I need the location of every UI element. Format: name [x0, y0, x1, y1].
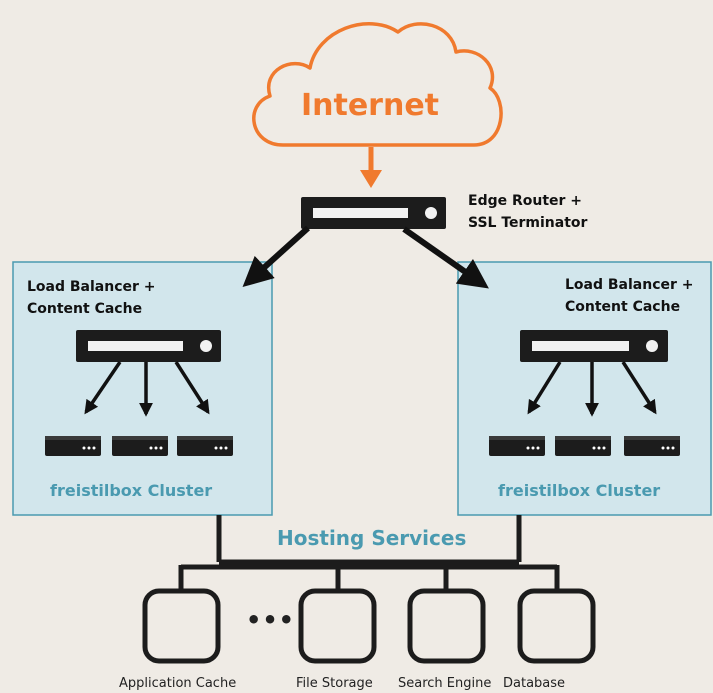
service-box-database [517, 588, 596, 664]
load-balancer-icon-right [520, 330, 668, 362]
service-label-application-cache: Application Cache [119, 676, 237, 691]
lb-left-arrow-1 [84, 361, 122, 415]
cluster-name-right: freistilbox Cluster [498, 481, 661, 500]
load-balancer-icon-left [76, 330, 221, 362]
service-label-database: Database [503, 676, 566, 691]
hosting-services-label: Hosting Services [277, 526, 467, 550]
server-icon-left-2 [112, 436, 168, 456]
lb-right-line2: Content Cache [565, 299, 681, 315]
internet-arrowhead [360, 170, 382, 188]
lb-left-line1: Load Balancer + [27, 279, 156, 295]
router-to-left-cluster-arrow [242, 225, 311, 288]
edge-router-label-line1: Edge Router + [468, 193, 583, 209]
lb-right-arrow-3 [621, 361, 657, 415]
lb-left-line2: Content Cache [27, 301, 143, 317]
more-services-ellipsis: ••• [246, 606, 296, 634]
internet-label: Internet [300, 88, 440, 123]
service-label-search-engine: Search Engine [398, 676, 492, 691]
cluster-box-right [457, 261, 712, 516]
cluster-name-left: freistilbox Cluster [50, 481, 213, 500]
edge-router-label-line2: SSL Terminator [468, 215, 588, 231]
service-box-search-engine [407, 588, 486, 664]
load-balancer-label-right: Load Balancer + Content Cache [565, 274, 694, 318]
server-icon-left-3 [177, 436, 233, 456]
service-box-file-storage [298, 588, 377, 664]
hosting-bus-lines [178, 515, 560, 590]
load-balancer-label-left: Load Balancer + Content Cache [27, 276, 156, 320]
cluster-box-left [12, 261, 273, 516]
server-icon-right-3 [624, 436, 680, 456]
edge-router-label: Edge Router + SSL Terminator [468, 190, 587, 234]
lb-right-line1: Load Balancer + [565, 277, 694, 293]
lb-right-arrow-1 [527, 361, 562, 415]
server-icon-right-2 [555, 436, 611, 456]
cloud-icon [252, 22, 503, 147]
server-icon-right-1 [489, 436, 545, 456]
service-box-application-cache [142, 588, 221, 664]
service-label-file-storage: File Storage [296, 676, 373, 691]
server-icon-left-1 [45, 436, 101, 456]
edge-router-icon [301, 197, 446, 229]
router-to-right-cluster-arrow [402, 226, 489, 289]
lb-left-arrow-3 [174, 361, 210, 415]
